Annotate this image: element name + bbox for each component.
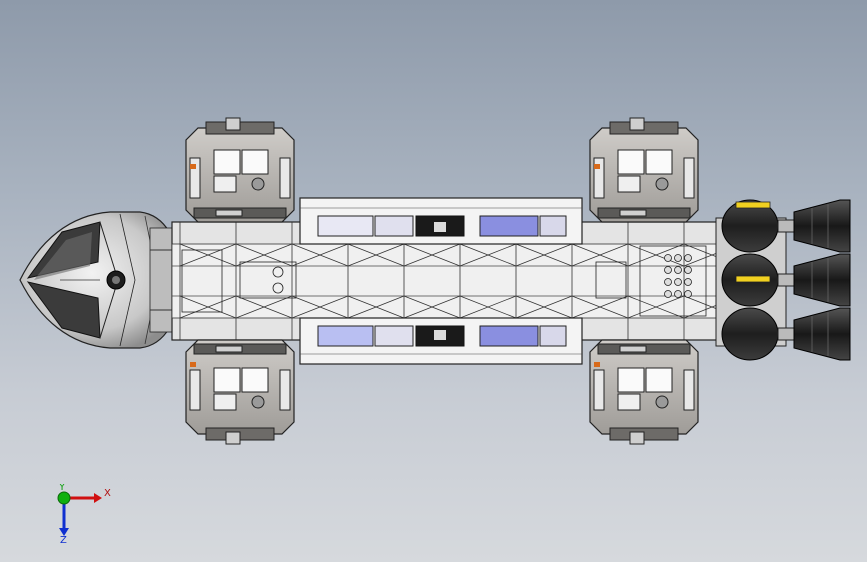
engine-2[interactable] bbox=[721, 253, 851, 307]
x-axis-label: X bbox=[104, 488, 111, 499]
engine-3[interactable] bbox=[721, 307, 851, 361]
pod-front-bottom[interactable] bbox=[185, 339, 295, 445]
pod-rear-top[interactable] bbox=[589, 117, 699, 223]
z-axis-label: Z bbox=[60, 535, 67, 544]
pod-rear-bottom[interactable] bbox=[589, 339, 699, 445]
pod-front-top[interactable] bbox=[185, 117, 295, 223]
command-module[interactable] bbox=[19, 211, 181, 349]
y-axis-indicator bbox=[57, 491, 71, 505]
truss-spine[interactable] bbox=[171, 221, 741, 341]
engine-cluster[interactable] bbox=[715, 199, 851, 361]
engine-1[interactable] bbox=[721, 199, 851, 253]
y-axis-label: Y bbox=[58, 484, 66, 493]
coordinate-triad: X Y Z bbox=[57, 484, 111, 544]
passenger-module[interactable] bbox=[299, 197, 583, 365]
